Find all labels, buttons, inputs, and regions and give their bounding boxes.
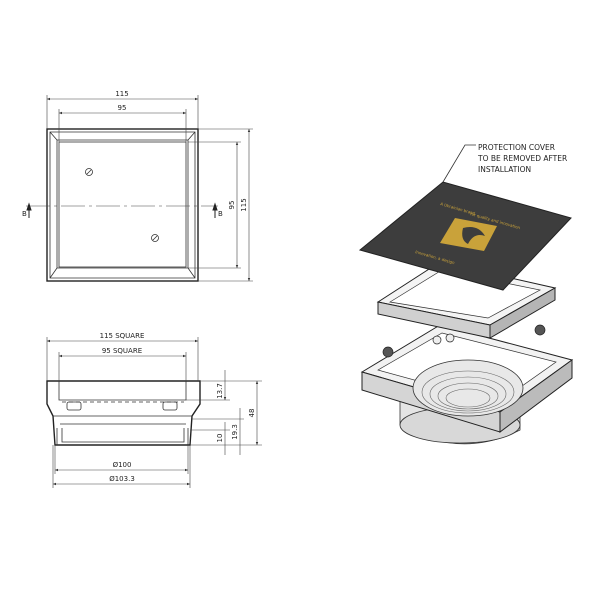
drain-grate: [412, 359, 524, 417]
screw-lug: [66, 401, 82, 411]
section-arrow-icon: [26, 202, 32, 218]
dimension-label: Ø103.3: [109, 475, 135, 483]
dimension-label: 13.7: [216, 383, 224, 399]
dimension-label: 115: [115, 90, 128, 98]
section-arrow-icon: [212, 202, 218, 218]
callout-text: INSTALLATION: [478, 165, 531, 174]
callout-text: TO BE REMOVED AFTER: [477, 154, 567, 163]
dimension-label: 95: [228, 201, 236, 210]
callout-text: PROTECTION COVER: [478, 143, 555, 152]
dimension-label: 95: [118, 104, 127, 112]
dimension-label: 10: [216, 434, 224, 443]
section-label: B: [218, 210, 223, 218]
leader-line: [442, 144, 476, 183]
dimension-label: 115 SQUARE: [100, 332, 145, 340]
side-view: 115 SQUARE 95 SQUARE 13.7 48 19.3 10 Ø10…: [46, 332, 262, 488]
dimension-label: Ø100: [113, 461, 132, 469]
dimension-label: 95 SQUARE: [102, 347, 142, 355]
screw-icon: [151, 234, 159, 242]
screw-lug: [382, 324, 546, 358]
grate-plate: [58, 141, 187, 268]
screw-icon: [85, 168, 93, 176]
iso-view: A Ukrainian brand for quality and innova…: [358, 143, 574, 445]
outer-frame: [46, 128, 199, 282]
dimension-label: 48: [248, 409, 256, 418]
dimension-label: 115: [240, 198, 248, 211]
dimension-label: 19.3: [231, 424, 239, 440]
top-view: B B 115 95 95 115: [22, 90, 253, 282]
section-label: B: [22, 210, 27, 218]
screw-lug: [162, 401, 178, 411]
